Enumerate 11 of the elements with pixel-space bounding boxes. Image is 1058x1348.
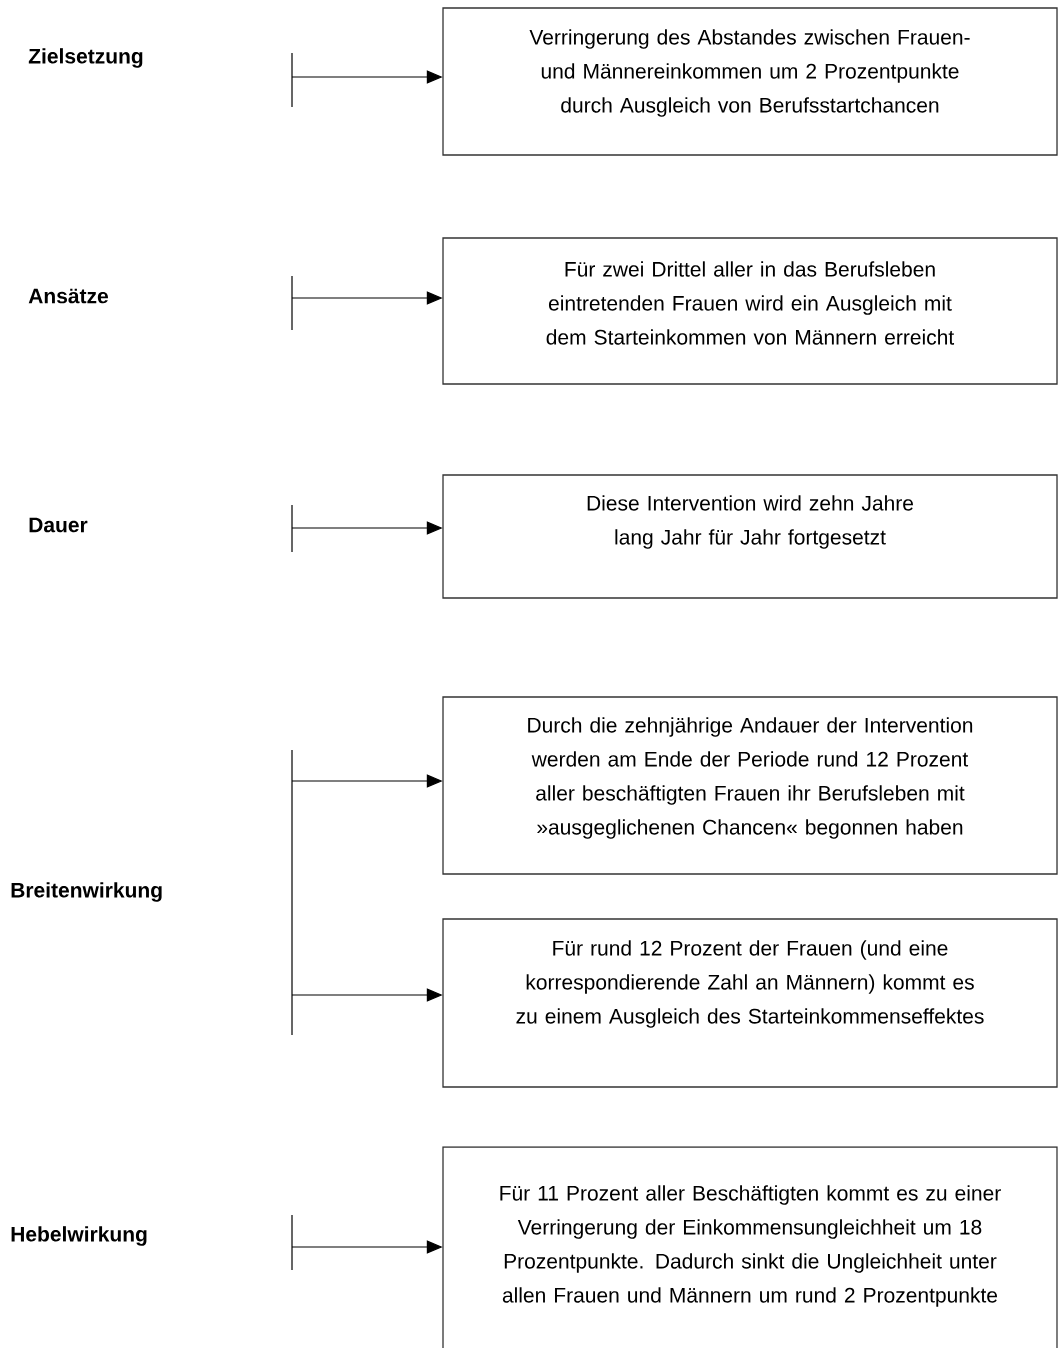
text-box: Für 11 Prozent aller Beschäftigten kommt es zu einer Verringerung der Einkommensungleichheit um 18 Prozentpunkte. Dadurch sinkt die Ungleichheit unter allen Frauen und Männern um rund 2 Prozentpunkte (442, 1146, 1058, 1348)
text-box: Verringerung des Abstandes zwischen Frauen- und Männereinkommen um 2 Prozentpunkte durch Ausgleich von Berufsstartchancen (442, 7, 1058, 156)
row-label: Dauer (29, 517, 88, 533)
row-label: Hebelwirkung (11, 1226, 147, 1246)
text-box: Diese Intervention wird zehn Jahre lang Jahr für Jahr fortgesetzt (442, 474, 1058, 599)
text-box: Für zwei Drittel aller in das Berufsleben eintretenden Frauen wird ein Ausgleich mit dem Starteinkommen von Männern erreicht (442, 237, 1058, 385)
text-box: Für rund 12 Prozent der Frauen (und eine korrespondierende Zahl an Männern) kommt es zu einem Ausgleich des Starteinkommenseffektes (442, 918, 1058, 1088)
row-label: Ansätze (28, 288, 108, 304)
row-label: Breitenwirkung (11, 882, 162, 902)
row-label: Zielsetzung (28, 48, 143, 68)
text-box: Durch die zehnjährige Andauer der Intervention werden am Ende der Periode rund 12 Prozent aller beschäftigten Frauen ihr Berufsleben mit »ausgeglichenen Chancen« begonnen haben (442, 696, 1058, 875)
